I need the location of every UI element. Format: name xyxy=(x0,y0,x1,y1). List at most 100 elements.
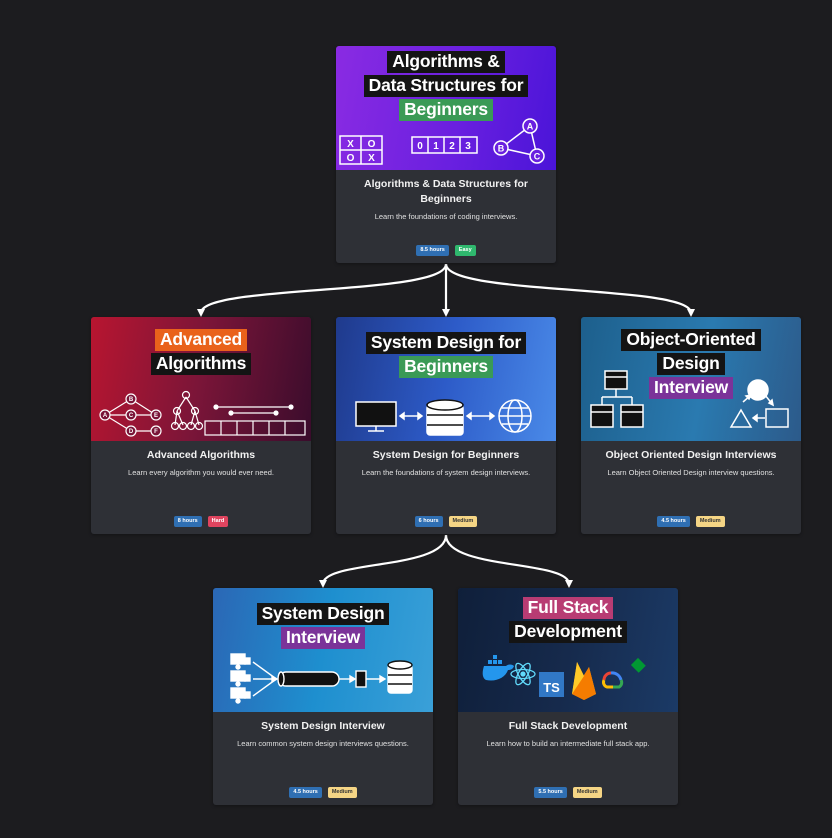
course-card-ood-interviews[interactable]: Object-Oriented Design Interview Object … xyxy=(581,317,801,534)
array-cell: 3 xyxy=(465,141,471,152)
course-title[interactable]: Algorithms & Data Structures for Beginne… xyxy=(364,178,528,205)
ttt-cell: O xyxy=(347,153,355,164)
banner-line: System Design xyxy=(256,603,390,625)
course-title[interactable]: Full Stack Development xyxy=(508,720,628,732)
course-description: Learn how to build an intermediate full … xyxy=(486,739,650,748)
banner-line: System Design for xyxy=(365,332,527,354)
typescript-label: TS xyxy=(543,680,560,695)
course-title[interactable]: System Design Interview xyxy=(261,720,385,732)
badge-row: 8.5 hours Easy xyxy=(336,245,556,256)
course-card-system-design-interview[interactable]: System Design Interview System Design In… xyxy=(213,588,433,805)
course-description: Learn the foundations of system design i… xyxy=(361,468,531,477)
course-banner: System Design Interview xyxy=(213,588,433,712)
ttt-cell: X xyxy=(347,139,354,150)
graph-node-label: B xyxy=(498,144,505,154)
banner-line: Beginners xyxy=(399,356,493,378)
array-cell: 1 xyxy=(433,141,439,152)
banner-line: Development xyxy=(509,621,627,643)
difficulty-badge: Medium xyxy=(448,516,478,527)
advanced-algorithms-illustration: A B C D E F xyxy=(99,390,306,437)
graph-node-label: D xyxy=(129,429,134,435)
graph-node-label: A xyxy=(103,413,108,419)
banner-heading: Algorithms & Data Structures for Beginne… xyxy=(336,51,556,121)
badge-row: 8 hours Hard xyxy=(91,516,311,527)
course-description: Learn every algorithm you would ever nee… xyxy=(128,468,274,477)
duration-badge: 4.5 hours xyxy=(657,516,690,527)
course-banner: Object-Oriented Design Interview xyxy=(581,317,801,441)
course-banner: X O O X 0 1 2 3 A B C Algorithms & Data … xyxy=(336,46,556,170)
banner-heading: System Design Interview xyxy=(213,603,433,649)
course-title[interactable]: Object Oriented Design Interviews xyxy=(605,449,777,461)
banner-heading: Full Stack Development xyxy=(458,597,678,643)
graph-node-label: E xyxy=(154,413,158,419)
badge-row: 4.5 hours Medium xyxy=(213,787,433,798)
banner-line: Data Structures for xyxy=(363,75,529,97)
ood-illustration xyxy=(590,370,789,428)
banner-line: Object-Oriented xyxy=(621,329,761,351)
course-title[interactable]: Advanced Algorithms xyxy=(146,449,256,461)
course-banner: TS Full Stack Development xyxy=(458,588,678,712)
course-description: Learn Object Oriented Design interview q… xyxy=(607,468,775,477)
graph-node-label: C xyxy=(534,152,541,162)
google-cloud-icon xyxy=(602,671,624,689)
banner-line: Full Stack xyxy=(522,597,614,619)
array-cell: 2 xyxy=(449,141,455,152)
banner-line: Interview xyxy=(280,627,366,649)
course-card-system-design-beginners[interactable]: System Design for Beginners System Desig… xyxy=(336,317,556,534)
duration-badge: 5.5 hours xyxy=(534,787,567,798)
banner-line: Interview xyxy=(648,377,734,399)
banner-heading: System Design for Beginners xyxy=(336,332,556,378)
graph-node-label: B xyxy=(129,397,134,403)
client-icon xyxy=(230,653,251,670)
graph-node-label: C xyxy=(129,413,134,419)
client-icon xyxy=(230,687,251,704)
course-description: Learn the foundations of coding intervie… xyxy=(374,212,518,221)
algorithms-illustration: X O O X 0 1 2 3 A B C xyxy=(339,118,545,165)
duration-badge: 4.5 hours xyxy=(289,787,322,798)
connector-line xyxy=(444,263,695,317)
difficulty-badge: Easy xyxy=(454,245,476,256)
monitor-icon xyxy=(355,401,397,432)
connector-line xyxy=(444,534,573,588)
course-card-full-stack[interactable]: TS Full Stack Development Full Stack Dev… xyxy=(458,588,678,805)
client-icon xyxy=(230,670,251,687)
system-design-illustration xyxy=(355,399,532,436)
difficulty-badge: Medium xyxy=(695,516,725,527)
difficulty-badge: Medium xyxy=(572,787,602,798)
system-design-interview-illustration xyxy=(230,653,413,704)
ttt-cell: O xyxy=(368,139,376,150)
course-banner: System Design for Beginners xyxy=(336,317,556,441)
difficulty-badge: Medium xyxy=(327,787,357,798)
firebase-icon xyxy=(572,662,596,700)
difficulty-badge: Hard xyxy=(207,516,229,527)
connector-line xyxy=(197,263,448,317)
graph-node-label: F xyxy=(154,429,158,435)
banner-line: Beginners xyxy=(399,99,493,121)
course-description: Learn common system design interviews qu… xyxy=(237,739,409,748)
database-icon xyxy=(387,660,413,694)
banner-heading: Object-Oriented Design Interview xyxy=(581,329,801,399)
course-card-advanced-algorithms[interactable]: A B C D E F Advanced Algorithms Advanced… xyxy=(91,317,311,534)
badge-row: 6 hours Medium xyxy=(336,516,556,527)
badge-row: 4.5 hours Medium xyxy=(581,516,801,527)
duration-badge: 8 hours xyxy=(173,516,202,527)
connector-line xyxy=(319,534,448,588)
ttt-cell: X xyxy=(368,153,375,164)
docker-icon xyxy=(482,655,514,681)
banner-heading: Advanced Algorithms xyxy=(91,329,311,375)
course-title[interactable]: System Design for Beginners xyxy=(372,449,520,461)
course-banner: A B C D E F Advanced Algorithms xyxy=(91,317,311,441)
duration-badge: 6 hours xyxy=(414,516,443,527)
typescript-icon: TS xyxy=(539,672,564,697)
course-card-algorithms-beginners[interactable]: X O O X 0 1 2 3 A B C Algorithms & Data … xyxy=(336,46,556,263)
tech-logos-illustration: TS xyxy=(482,655,646,700)
banner-line: Algorithms xyxy=(150,353,252,375)
globe-icon xyxy=(498,399,532,433)
graph-node-label: A xyxy=(527,122,534,132)
database-icon xyxy=(426,399,464,436)
array-cell: 0 xyxy=(417,141,423,152)
vim-icon xyxy=(630,657,646,673)
duration-badge: 8.5 hours xyxy=(416,245,449,256)
badge-row: 5.5 hours Medium xyxy=(458,787,678,798)
